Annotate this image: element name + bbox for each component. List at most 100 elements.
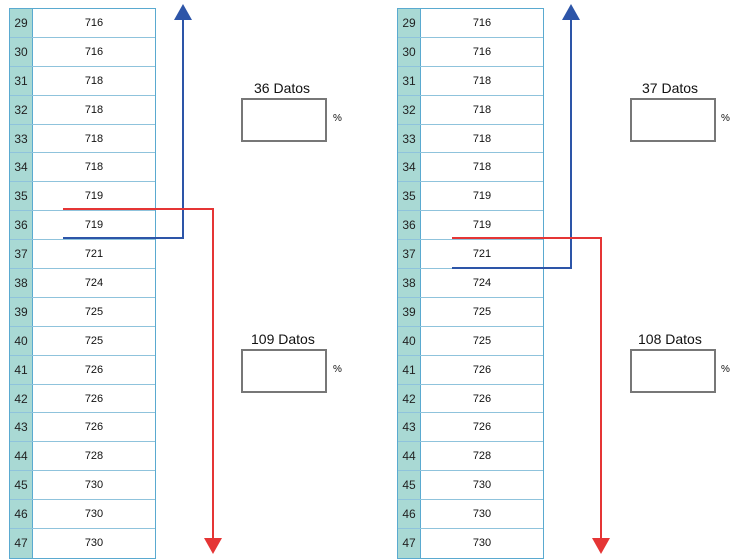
- row-value: 726: [472, 392, 492, 405]
- row-value: 730: [472, 537, 492, 550]
- row-value: 719: [84, 219, 104, 232]
- row-value: 728: [84, 450, 104, 463]
- left-lower-label: 109 Datos: [251, 331, 315, 347]
- right-upper-label: 37 Datos: [642, 80, 699, 96]
- left-upper-label: 36 Datos: [254, 80, 311, 96]
- right-lower-box: [630, 349, 716, 393]
- table-row: 47 730: [398, 529, 543, 558]
- row-value: 730: [472, 479, 492, 492]
- row-value: 718: [472, 74, 492, 87]
- row-value: 730: [84, 508, 104, 521]
- table-row: 45 730: [10, 471, 155, 501]
- row-index: 39: [398, 297, 421, 326]
- row-index: 41: [10, 355, 33, 384]
- table-row: 30 716: [398, 37, 543, 67]
- right-upper-pct: %: [721, 113, 730, 124]
- row-index: 30: [398, 37, 421, 66]
- row-value: 725: [472, 305, 492, 318]
- row-value: 718: [472, 132, 492, 145]
- row-value: 725: [84, 305, 104, 318]
- table-row: 39 725: [398, 297, 543, 327]
- right-upper-box: [630, 98, 716, 142]
- table-row: 40 725: [10, 326, 155, 356]
- row-value: 725: [472, 334, 492, 347]
- right-lower-pct: %: [721, 364, 730, 375]
- row-value: 718: [472, 103, 492, 116]
- row-value: 718: [84, 161, 104, 174]
- row-index: 47: [398, 529, 421, 558]
- table-row: 34 718: [10, 153, 155, 183]
- row-value: 728: [472, 450, 492, 463]
- row-value: 724: [472, 276, 492, 289]
- right-up-arrow-head: [562, 4, 580, 20]
- right-arrows: [452, 4, 610, 554]
- row-index: 35: [398, 182, 421, 211]
- row-value: 718: [472, 161, 492, 174]
- row-index: 41: [398, 355, 421, 384]
- row-index: 38: [10, 269, 33, 297]
- row-index: 40: [10, 326, 33, 355]
- row-index: 43: [10, 413, 33, 442]
- left-lower-box: [241, 349, 327, 393]
- table-row: 44 728: [398, 442, 543, 472]
- row-value: 726: [84, 392, 104, 405]
- row-index: 44: [398, 442, 421, 471]
- row-value: 716: [472, 45, 492, 58]
- row-index: 34: [398, 153, 421, 182]
- row-value: 726: [472, 363, 492, 376]
- row-index: 37: [10, 240, 33, 269]
- row-index: 32: [10, 95, 33, 124]
- row-index: 46: [398, 500, 421, 529]
- left-arrows: [63, 4, 222, 554]
- left-lower-pct: %: [333, 364, 342, 375]
- row-index: 30: [10, 37, 33, 66]
- row-index: 33: [10, 124, 33, 153]
- right-lower-label: 108 Datos: [638, 331, 702, 347]
- left-upper-pct: %: [333, 113, 342, 124]
- row-value: 730: [84, 479, 104, 492]
- row-index: 29: [10, 9, 33, 37]
- row-value: 716: [84, 45, 104, 58]
- right-down-arrow-head: [592, 538, 610, 554]
- left-up-arrow-line: [63, 18, 184, 239]
- row-value: 726: [84, 421, 104, 434]
- row-value: 719: [84, 190, 104, 203]
- row-value: 730: [84, 537, 104, 550]
- row-index: 34: [10, 153, 33, 182]
- row-value: 725: [84, 334, 104, 347]
- table-row: 39 725: [10, 297, 155, 327]
- row-value: 726: [84, 363, 104, 376]
- row-index: 40: [398, 326, 421, 355]
- row-index: 43: [398, 413, 421, 442]
- row-index: 39: [10, 297, 33, 326]
- row-index: 29: [398, 9, 421, 37]
- left-down-arrow-head: [204, 538, 222, 554]
- row-index: 45: [10, 471, 33, 500]
- table-row: 34 718: [398, 153, 543, 183]
- table-row: 43 726: [10, 413, 155, 443]
- row-value: 716: [84, 16, 104, 29]
- row-index: 36: [398, 211, 421, 240]
